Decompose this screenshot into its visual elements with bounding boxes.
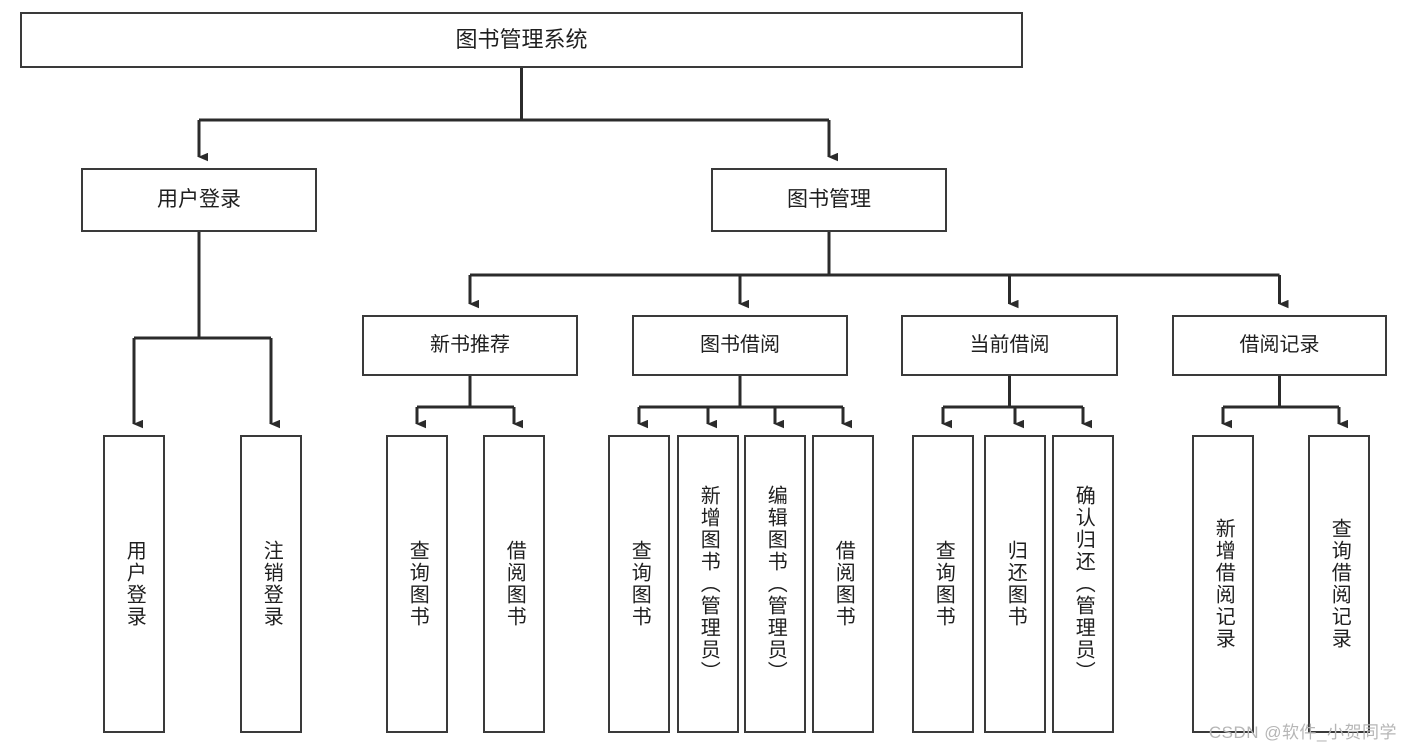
node-label-leaf-query-book-2: 查询图书 (628, 540, 651, 628)
node-leaf-confirm-return[interactable]: 确认归还（管理员） (1052, 435, 1114, 733)
node-leaf-query-book-2[interactable]: 查询图书 (608, 435, 670, 733)
node-label-leaf-return-book: 归还图书 (1004, 540, 1027, 628)
node-label-leaf-query-book-1: 查询图书 (406, 540, 429, 628)
node-label-leaf-edit-book: 编辑图书（管理员） (764, 485, 787, 683)
node-label-leaf-add-record: 新增借阅记录 (1212, 518, 1235, 650)
node-label-leaf-borrow-book-2: 借阅图书 (832, 540, 855, 628)
node-label-book-manage: 图书管理 (787, 188, 871, 212)
node-leaf-query-record[interactable]: 查询借阅记录 (1308, 435, 1370, 733)
node-label-current-borrow: 当前借阅 (969, 334, 1050, 357)
node-user-login[interactable]: 用户登录 (81, 168, 317, 232)
node-leaf-logout[interactable]: 注销登录 (240, 435, 302, 733)
node-leaf-borrow-book-1[interactable]: 借阅图书 (483, 435, 545, 733)
node-book-manage[interactable]: 图书管理 (711, 168, 947, 232)
node-leaf-user-login[interactable]: 用户登录 (103, 435, 165, 733)
node-label-user-login: 用户登录 (157, 188, 241, 212)
node-label-borrow-record: 借阅记录 (1239, 334, 1320, 357)
node-leaf-borrow-book-2[interactable]: 借阅图书 (812, 435, 874, 733)
node-book-borrow[interactable]: 图书借阅 (632, 315, 848, 376)
csdn-watermark: CSDN @软件_小贺同学 (1208, 723, 1397, 742)
node-leaf-add-record[interactable]: 新增借阅记录 (1192, 435, 1254, 733)
node-label-leaf-logout: 注销登录 (260, 540, 283, 628)
node-leaf-return-book[interactable]: 归还图书 (984, 435, 1046, 733)
node-leaf-add-book[interactable]: 新增图书（管理员） (677, 435, 739, 733)
node-label-leaf-confirm-return: 确认归还（管理员） (1072, 485, 1095, 683)
node-label-leaf-borrow-book-1: 借阅图书 (503, 540, 526, 628)
node-leaf-query-book-1[interactable]: 查询图书 (386, 435, 448, 733)
node-current-borrow[interactable]: 当前借阅 (901, 315, 1118, 376)
node-label-root: 图书管理系统 (455, 26, 588, 52)
node-label-leaf-query-book-3: 查询图书 (932, 540, 955, 628)
node-label-book-borrow: 图书借阅 (700, 334, 780, 357)
node-label-new-book-rec: 新书推荐 (430, 334, 510, 357)
node-new-book-rec[interactable]: 新书推荐 (362, 315, 578, 376)
node-root[interactable]: 图书管理系统 (20, 12, 1023, 68)
node-leaf-edit-book[interactable]: 编辑图书（管理员） (744, 435, 806, 733)
node-label-leaf-query-record: 查询借阅记录 (1328, 518, 1351, 650)
node-leaf-query-book-3[interactable]: 查询图书 (912, 435, 974, 733)
node-label-leaf-user-login: 用户登录 (123, 540, 146, 628)
node-label-leaf-add-book: 新增图书（管理员） (697, 485, 720, 683)
node-borrow-record[interactable]: 借阅记录 (1172, 315, 1387, 376)
